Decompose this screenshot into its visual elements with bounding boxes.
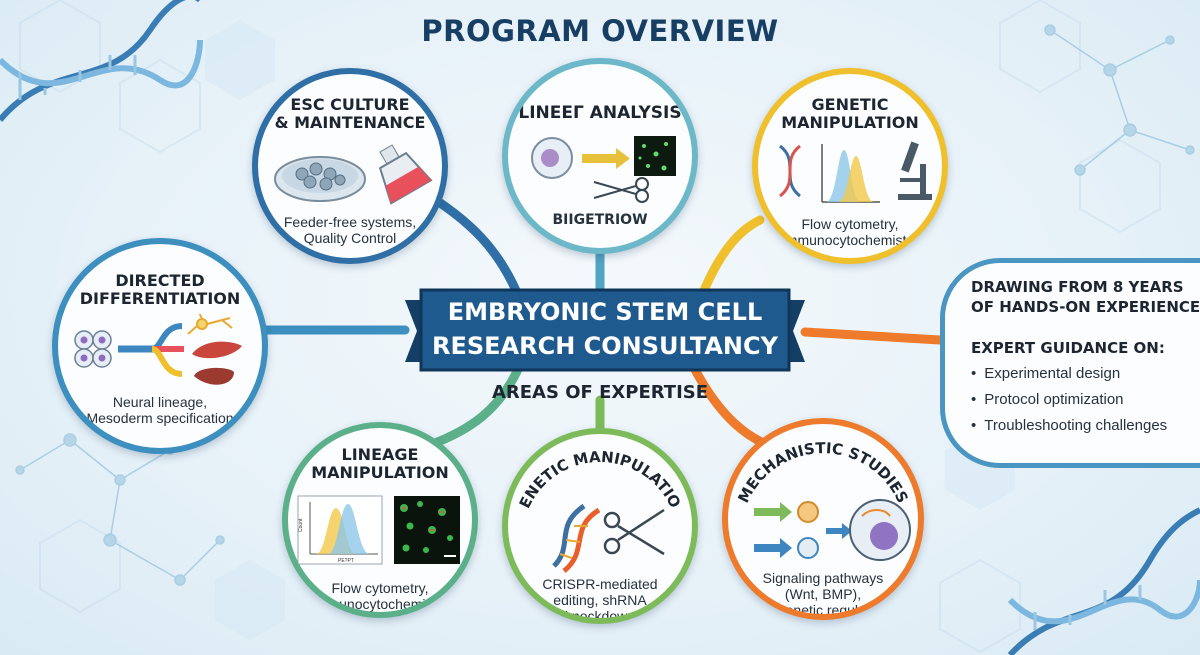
signaling-cell-icon (754, 499, 911, 561)
guidance-heading: EXPERT GUIDANCE ON: (971, 339, 1165, 357)
node-title: LINEEГ ANALYSIS (518, 103, 682, 123)
node-mechanistic-studies: MECHANISTIC STUDIES Signaling pathways (… (722, 418, 924, 620)
experience-heading: DRAWING FROM 8 YEARS OF HANDS-ON EXPERIE… (971, 278, 1200, 317)
dna-histogram-microscope-icon (779, 141, 932, 203)
svg-text:Count: Count (298, 518, 304, 532)
node-description: Flow cytometry, Immunocytochemistry (781, 216, 919, 249)
guidance-list: Experimental design Protocol optimizatio… (971, 361, 1167, 439)
node-title: GENETIC MANIPULATION (781, 95, 919, 132)
node-title: ESC CULTURE & MAINTENANCE (274, 95, 426, 132)
svg-text:PE?PT: PE?PT (338, 558, 354, 564)
dna-helix-bottom-right (1007, 507, 1200, 655)
differentiation-pathway-icon (74, 314, 242, 385)
node-genetic-manipulation-bottom: GENETIC MANIPULATION CRISPR-mediated edi… (502, 428, 698, 624)
page-title: PROGRAM OVERVIEW (421, 14, 779, 48)
molecule-network (15, 24, 1195, 586)
node-title: LINEAGE MANIPULATION (311, 445, 449, 482)
banner-line-2: RESEARCH CONSULTANCY (431, 332, 779, 360)
node-description: Neural lineage, Mesoderm specification (86, 394, 234, 427)
list-item: Experimental design (971, 361, 1167, 387)
list-item: Protocol optimization (971, 387, 1167, 413)
curved-title: MECHANISTIC STUDIES (734, 439, 911, 506)
connector-genetic-top (695, 215, 765, 305)
node-description: Feeder-free systems, Quality Control (283, 214, 417, 247)
node-description: BIIGETRIOW (552, 212, 648, 228)
list-item: Troubleshooting challenges (971, 413, 1167, 439)
flow-histogram-microscopy-icon: Count PE?PT (297, 495, 460, 565)
central-banner: EMBRYONIC STEM CELL RESEARCH CONSULTANCY (405, 288, 805, 374)
node-esc-culture: ESC CULTURE & MAINTENANCE Feeder-free sy… (252, 68, 448, 264)
areas-of-expertise-label: AREAS OF EXPERTISE (491, 382, 709, 403)
node-title: DIRECTED DIFFERENTIATION (79, 271, 241, 308)
curved-title: GENETIC MANIPULATION (508, 444, 684, 511)
banner-ribbon (405, 288, 805, 372)
node-directed-differentiation: DIRECTED DIFFERENTIATION Neural lineage, (52, 238, 268, 454)
petri-dish-flask-icon (274, 144, 433, 205)
node-genetic-manipulation-top: GENETIC MANIPULATION Flow cytometry, Imm… (752, 68, 948, 264)
cell-to-fluorescence-icon (531, 136, 676, 203)
dna-helix-top-left (0, 0, 203, 122)
experience-panel: DRAWING FROM 8 YEARS OF HANDS-ON EXPERIE… (940, 258, 1200, 468)
node-lineage-manipulation: LINEAGE MANIPULATION Count PE?PT Flow cy… (282, 422, 478, 618)
banner-line-1: EMBRYONIC STEM CELL (447, 298, 763, 326)
dna-scissors-icon (552, 503, 665, 573)
node-description: Signaling pathways (Wnt, BMP), Epigeneti… (757, 570, 889, 619)
node-description: Flow cytometry, Immunocytochemistry (311, 580, 449, 613)
connector-experience (800, 327, 945, 345)
node-lineage-analysis: LINEEГ ANALYSIS BIIGETRIOW (502, 58, 698, 254)
node-description: CRISPR-mediated editing, shRNA knockdown (542, 576, 658, 624)
connector-lineage-manip (425, 360, 525, 450)
hexagon-pattern (19, 0, 1161, 654)
